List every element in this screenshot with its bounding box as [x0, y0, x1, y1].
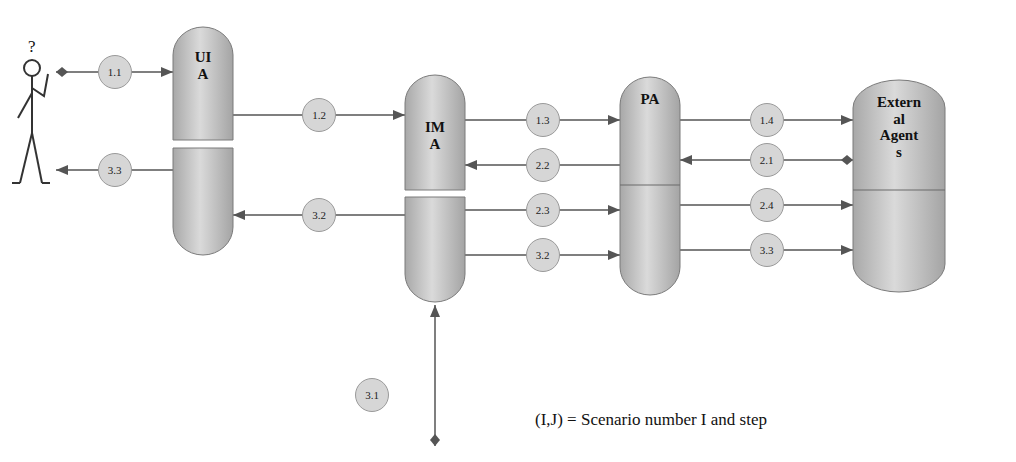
- agent-name: IM A: [425, 119, 445, 152]
- capsule-body: [620, 77, 680, 295]
- figure-limb: [42, 182, 50, 184]
- figure-limb: [32, 74, 48, 96]
- figure-head: [24, 60, 40, 76]
- step-number: 2.1: [750, 143, 784, 177]
- step-number: 2.2: [526, 148, 560, 182]
- step-number: 3.3: [98, 153, 132, 187]
- capsule-bottom: [173, 148, 233, 255]
- legend-note: (I,J) = Scenario number I and step: [535, 410, 767, 430]
- incoming-arrow: [434, 305, 436, 446]
- capsule-divider: [853, 189, 945, 190]
- agent-name: UI A: [195, 49, 212, 82]
- capsule-divider: [620, 184, 680, 185]
- figure-limb: [31, 76, 33, 133]
- figure-limb: [32, 133, 42, 183]
- agent-capsule: UI A: [173, 27, 233, 255]
- step-number: 3.2: [302, 198, 336, 232]
- step-number: 3.1: [355, 378, 389, 412]
- step-number: 1.1: [98, 55, 132, 89]
- figure-limb: [20, 133, 32, 183]
- capsule-top: [173, 27, 233, 140]
- shape-outline: [6, 38, 56, 188]
- figure-limb: [12, 182, 20, 184]
- step-number: 1.3: [526, 103, 560, 137]
- step-number: 3.3: [750, 233, 784, 267]
- agent-capsule: Extern al Agent s: [853, 80, 945, 292]
- user-figure: ?: [6, 38, 56, 188]
- step-number: 3.2: [526, 238, 560, 272]
- capsule-bottom: [405, 197, 465, 302]
- agent-name: Extern al Agent s: [877, 94, 921, 160]
- step-number: 1.2: [302, 98, 336, 132]
- stick-figure: [12, 60, 50, 183]
- thought-mark: ?: [28, 38, 36, 57]
- shape-outline: [405, 75, 465, 302]
- step-number: 1.4: [750, 103, 784, 137]
- step-number: 2.3: [526, 193, 560, 227]
- agent-capsule: IM A: [405, 75, 465, 302]
- step-number: 2.4: [750, 188, 784, 222]
- shape-outline: [620, 77, 680, 295]
- capsule-top: [405, 75, 465, 190]
- agent-capsule: PA: [620, 77, 680, 295]
- figure-limb: [18, 93, 32, 118]
- agent-name: PA: [641, 91, 660, 108]
- capsule-body: [853, 80, 945, 292]
